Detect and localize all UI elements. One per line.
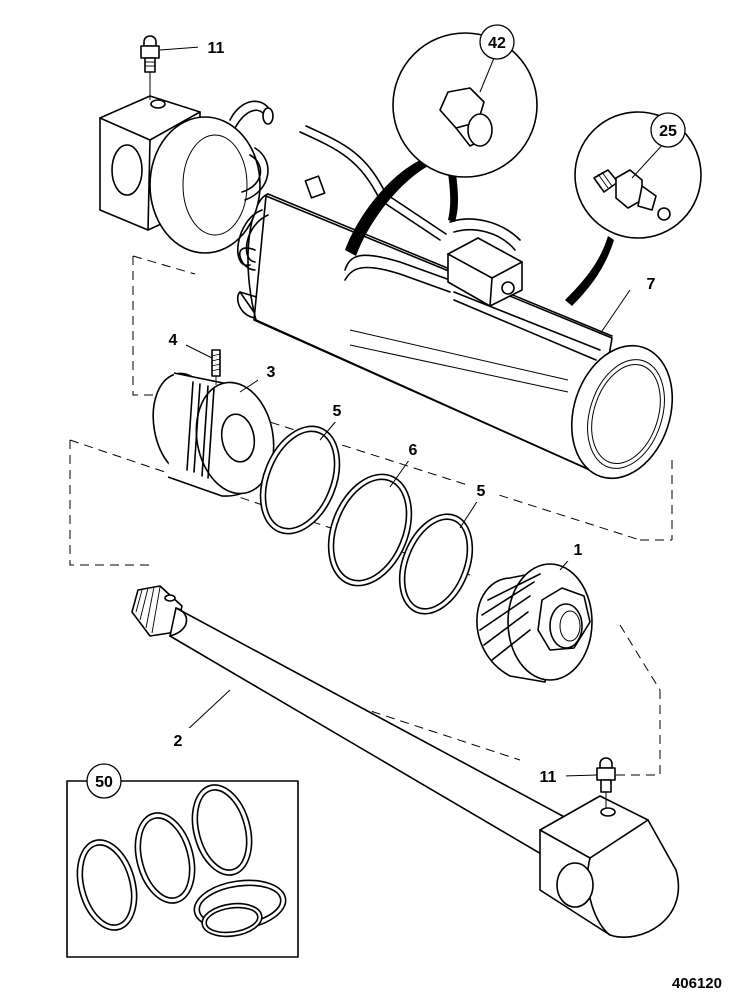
callout-label: 5 (333, 403, 342, 420)
callout-5-lower: 5 (470, 478, 494, 502)
callout-label: 1 (574, 542, 583, 559)
callout-label: 50 (95, 774, 113, 791)
grease-nipple-top (140, 35, 160, 100)
callout-label: 6 (409, 442, 418, 459)
callout-label: 3 (267, 364, 276, 381)
barrel-end-block (99, 95, 274, 266)
set-screw (211, 349, 221, 377)
callout-label: 11 (540, 769, 557, 786)
cylinder-barrel (236, 193, 674, 480)
callout-1: 1 (566, 537, 590, 561)
callout-2: 2 (166, 728, 190, 752)
callout-label: 42 (488, 35, 506, 52)
callout-11-bottom: 11 (530, 764, 566, 788)
seal-kit-box (66, 780, 299, 958)
figure-reference-number: 406120 (672, 975, 722, 992)
detail-circle-42 (345, 32, 538, 256)
leader-lines (159, 46, 666, 777)
callout-42: 42 (479, 24, 515, 60)
seal-rings (259, 425, 474, 615)
callout-50: 50 (86, 763, 122, 799)
callout-5-upper: 5 (326, 398, 350, 422)
callout-label: 4 (169, 332, 178, 349)
callout-4: 4 (161, 327, 185, 351)
callout-label: 11 (208, 40, 225, 57)
callout-label: 7 (647, 276, 656, 293)
callout-25: 25 (650, 112, 686, 148)
grease-nipple-bottom (596, 757, 616, 808)
callout-7: 7 (638, 271, 664, 295)
callout-label: 25 (659, 123, 677, 140)
gland (476, 563, 593, 683)
rod-eye (539, 795, 680, 938)
callout-label: 5 (477, 483, 486, 500)
callout-3: 3 (258, 359, 282, 383)
callout-11-top: 11 (198, 35, 234, 59)
callout-label: 2 (174, 733, 183, 750)
callout-6: 6 (402, 437, 426, 461)
piston (152, 372, 275, 497)
